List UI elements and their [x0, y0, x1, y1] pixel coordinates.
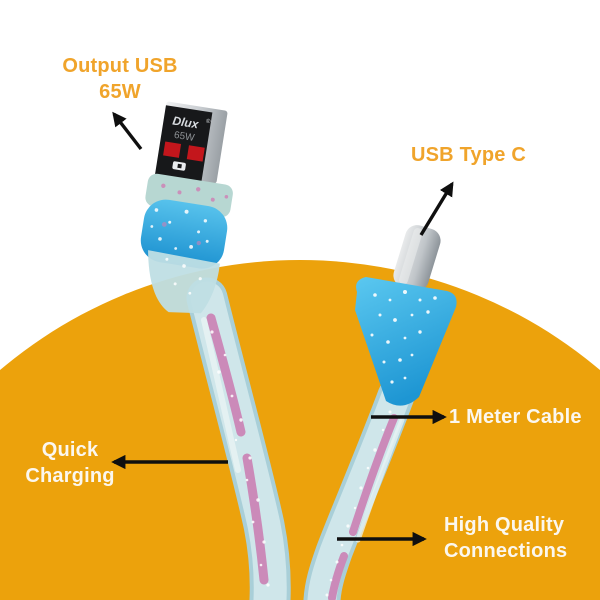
- usb-c-connector: [393, 225, 441, 291]
- usb-a-brand-text: Dlux: [172, 114, 201, 132]
- usb-a-pin: [186, 145, 205, 162]
- output-usb-label: Output USB 65W: [62, 55, 178, 104]
- usb-a-pin: [163, 141, 182, 158]
- inner-wire-pink: [328, 414, 398, 600]
- output-usb-arrow: [112, 111, 143, 151]
- usb-a-wattage-text: 65W: [173, 130, 196, 144]
- glitter-dots: [325, 410, 392, 597]
- glitter-dots: [210, 330, 270, 587]
- usb-type-c-label: USB Type C: [411, 144, 526, 166]
- pink-specks: [161, 183, 229, 202]
- quick-charging-label: Quick Charging: [25, 439, 115, 488]
- high-quality-label: High Quality Connections: [444, 514, 568, 563]
- usb-a-connector: Dlux ® 65W: [155, 101, 228, 184]
- usb-type-c-arrow: [419, 181, 454, 236]
- glitter-dots: [150, 208, 209, 295]
- backdrop-circle: [0, 260, 600, 600]
- usb-c-housing: [355, 277, 457, 406]
- meter-cable-label: 1 Meter Cable: [449, 406, 582, 428]
- left-cable: [186, 277, 291, 600]
- usb-a-brand-mark: ®: [205, 118, 211, 126]
- glitter-dots: [370, 290, 437, 384]
- usb-a-assembly: Dlux ® 65W: [140, 101, 233, 314]
- inner-wire-pink: [206, 313, 269, 585]
- usb-a-housing: [140, 173, 233, 314]
- usb-a-face: [155, 105, 213, 182]
